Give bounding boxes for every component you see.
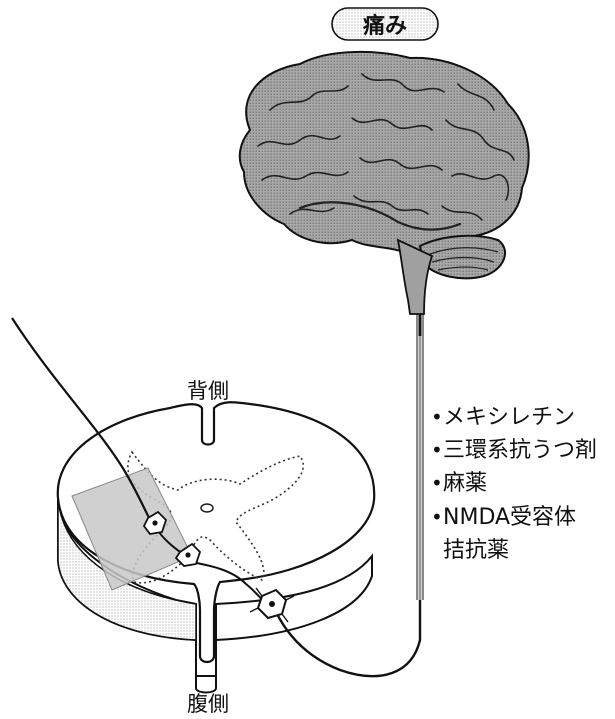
drug-item-opioid: 麻薬 <box>443 471 487 496</box>
drug-item-mexiletine: メキシレチン <box>443 405 575 430</box>
drug-bullet: • <box>431 438 443 462</box>
ventral-label: 腹側 <box>187 692 229 716</box>
pain-label-pill: 痛み <box>332 8 438 40</box>
drug-bullet: • <box>431 505 443 529</box>
pain-label: 痛み <box>363 13 407 39</box>
spinal-cord-section <box>58 402 374 692</box>
dorsal-label: 背側 <box>187 379 229 403</box>
brain-illustration <box>240 52 529 314</box>
drug-item-nmda-continuation: 拮抗薬 <box>443 538 509 563</box>
drug-item-nmda: NMDA受容体 <box>443 505 576 530</box>
drug-bullet: • <box>431 471 443 495</box>
drug-bullet: • <box>431 405 443 429</box>
drug-item-tricyclic: 三環系抗うつ剤 <box>443 438 597 463</box>
drug-list: • メキシレチン • 三環系抗うつ剤 • 麻薬 • NMDA受容体 拮抗薬 <box>431 405 597 563</box>
